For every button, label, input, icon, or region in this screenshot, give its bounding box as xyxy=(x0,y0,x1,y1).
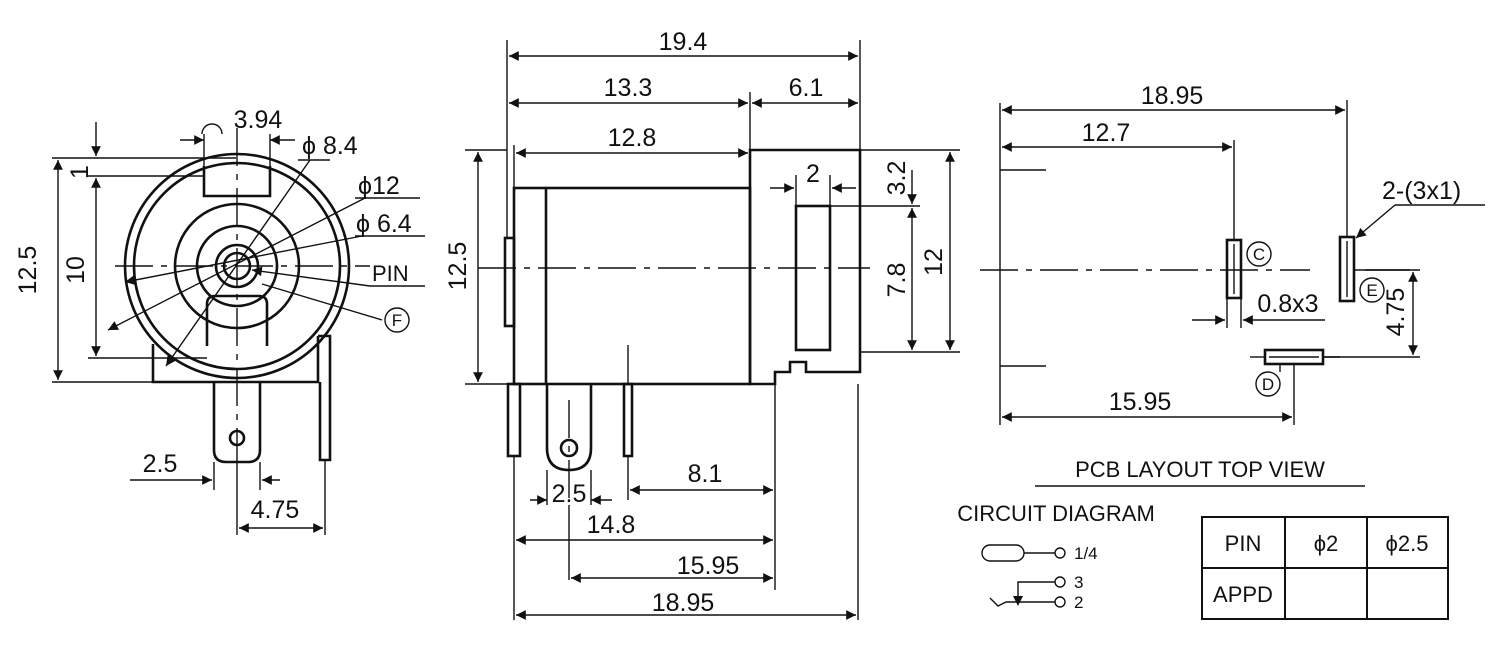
pin-table: PIN ϕ2 ϕ2.5 APPD xyxy=(1201,516,1449,620)
pcb-marker-e: E xyxy=(1366,281,1377,300)
front-base-plate xyxy=(151,336,320,384)
table-header-phi-2-5: ϕ2.5 xyxy=(1386,531,1429,556)
front-dim-1: 1 xyxy=(66,165,94,179)
front-marker-f-circle xyxy=(384,307,410,333)
front-notch-arc xyxy=(201,123,223,135)
circuit-title: CIRCUIT DIAGRAM xyxy=(957,501,1155,526)
pcb-view: 18.95 12.7 2-(3x1) C E D 0.8x3 4.75 15.9… xyxy=(980,82,1485,487)
front-side-pin xyxy=(318,334,332,462)
front-marker-f: F xyxy=(392,311,402,330)
side-dim-12-5: 12.5 xyxy=(444,242,472,291)
circuit-diagram: CIRCUIT DIAGRAM 1/4 3 2 xyxy=(957,501,1155,612)
front-dim-phi-12: ϕ12 xyxy=(358,172,400,200)
side-dim-15-95: 15.95 xyxy=(677,552,740,580)
pcb-title: PCB LAYOUT TOP VIEW xyxy=(1075,457,1325,482)
pcb-marker-d-circle xyxy=(1255,371,1281,397)
side-pin-right xyxy=(622,382,634,458)
front-view: 12.5 10 1 3.94 ϕ 8.4 ϕ12 ϕ 6.4 PIN F xyxy=(14,106,425,535)
pcb-dim-18-95: 18.95 xyxy=(1141,82,1204,110)
side-front-flange xyxy=(503,236,516,328)
side-dim-13-3: 13.3 xyxy=(604,74,653,102)
side-dim-12: 12 xyxy=(920,248,948,276)
pcb-hole-label: 2-(3x1) xyxy=(1382,177,1461,205)
side-dim-12-8: 12.8 xyxy=(608,124,657,152)
table-header-pin: PIN xyxy=(1225,531,1262,556)
circuit-pin-2: 2 xyxy=(1074,593,1083,612)
side-dim-19-4: 19.4 xyxy=(659,28,708,56)
pcb-marker-c-circle xyxy=(1246,241,1272,267)
side-dim-14-8: 14.8 xyxy=(587,511,636,539)
side-dim-8-1: 8.1 xyxy=(688,460,723,488)
front-dim-phi-8-4: ϕ 8.4 xyxy=(302,132,358,160)
pcb-dim-4-75: 4.75 xyxy=(1382,288,1410,337)
pcb-dim-0-8x3: 0.8x3 xyxy=(1257,290,1318,318)
front-dim-3-94: 3.94 xyxy=(234,106,283,134)
side-dim-3-2: 3.2 xyxy=(883,161,911,196)
side-dim-6-1: 6.1 xyxy=(789,74,824,102)
pcb-marker-e-circle xyxy=(1359,277,1385,303)
pcb-dim-12-7: 12.7 xyxy=(1082,119,1131,147)
pcb-marker-d: D xyxy=(1262,375,1274,394)
side-rear-slot xyxy=(794,204,832,352)
side-rear-block xyxy=(748,148,862,386)
circuit-pin-1-4: 1/4 xyxy=(1074,544,1098,563)
circuit-pin-3: 3 xyxy=(1074,573,1083,592)
circuit-plug-symbol xyxy=(981,544,1025,562)
front-dim-4-75: 4.75 xyxy=(251,496,300,524)
side-dim-2-5: 2.5 xyxy=(552,480,587,508)
table-header-phi-2: ϕ2 xyxy=(1314,531,1339,556)
side-view: 19.4 13.3 6.1 12.8 2 12.5 3.2 7.8 12 xyxy=(444,28,960,620)
front-dim-height-10: 10 xyxy=(62,256,90,284)
side-dim-2: 2 xyxy=(806,160,820,188)
side-dim-7-8: 7.8 xyxy=(883,263,911,298)
table-row-label-appd: APPD xyxy=(1213,582,1273,607)
front-dim-2-5: 2.5 xyxy=(143,450,178,478)
pcb-marker-c: C xyxy=(1253,245,1265,264)
side-dim-18-95: 18.95 xyxy=(652,589,715,617)
side-barrel xyxy=(512,186,752,386)
front-dim-height-12-5: 12.5 xyxy=(14,246,42,295)
side-pin-hole xyxy=(559,438,579,458)
pcb-dim-15-95: 15.95 xyxy=(1109,388,1172,416)
front-pin-label: PIN xyxy=(372,261,409,286)
side-pin-left xyxy=(506,382,522,458)
front-dim-phi-6-4: ϕ 6.4 xyxy=(356,210,412,238)
